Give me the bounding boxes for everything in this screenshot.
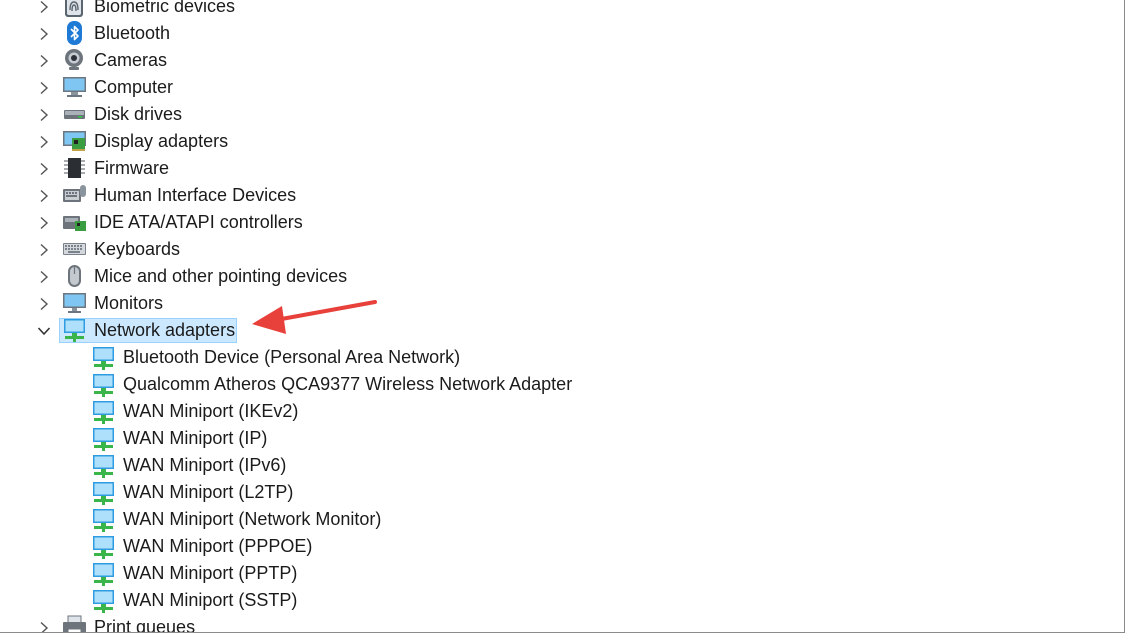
tree-device-item[interactable]: WAN Miniport (L2TP) <box>0 479 1124 506</box>
tree-device-label: WAN Miniport (Network Monitor) <box>123 509 382 529</box>
tree-category-cameras[interactable]: Cameras <box>0 47 1124 74</box>
tree-device-item[interactable]: WAN Miniport (PPPOE) <box>0 533 1124 560</box>
tree-category-label: Firmware <box>94 158 169 178</box>
chevron-right-icon[interactable] <box>36 161 52 177</box>
tree-category-bluetooth[interactable]: Bluetooth <box>0 20 1124 47</box>
disk-drive-icon <box>62 102 87 126</box>
network-adapter-icon <box>91 535 116 559</box>
bluetooth-icon <box>62 21 87 45</box>
tree-category-label: Network adapters <box>94 320 236 340</box>
tree-category-label: IDE ATA/ATAPI controllers <box>94 212 303 232</box>
chevron-right-icon[interactable] <box>36 296 52 312</box>
tree-category-network-adapters[interactable]: Network adapters <box>0 317 1124 344</box>
tree-device-item[interactable]: WAN Miniport (Network Monitor) <box>0 506 1124 533</box>
chevron-down-icon[interactable] <box>36 323 52 339</box>
tree-category-biometric-devices[interactable]: Biometric devices <box>0 0 1124 20</box>
tree-category-ide-ata-atapi-controllers[interactable]: IDE ATA/ATAPI controllers <box>0 209 1124 236</box>
tree-device-item[interactable]: WAN Miniport (IPv6) <box>0 452 1124 479</box>
tree-category-keyboards[interactable]: Keyboards <box>0 236 1124 263</box>
tree-category-computer[interactable]: Computer <box>0 74 1124 101</box>
tree-category-human-interface-devices[interactable]: Human Interface Devices <box>0 182 1124 209</box>
computer-icon <box>62 75 87 99</box>
network-adapter-icon <box>91 427 116 451</box>
tree-category-mice-and-other-pointing-devices[interactable]: Mice and other pointing devices <box>0 263 1124 290</box>
hid-icon <box>62 183 87 207</box>
network-adapter-icon <box>62 318 87 342</box>
network-adapter-icon <box>91 400 116 424</box>
tree-device-label: WAN Miniport (PPTP) <box>123 563 298 583</box>
mouse-icon <box>62 264 87 288</box>
network-adapter-icon <box>91 454 116 478</box>
chevron-right-icon[interactable] <box>36 188 52 204</box>
tree-category-label: Keyboards <box>94 239 181 259</box>
chevron-right-icon[interactable] <box>36 107 52 123</box>
tree-category-label: Biometric devices <box>94 0 236 16</box>
tree-category-display-adapters[interactable]: Display adapters <box>0 128 1124 155</box>
chevron-right-icon[interactable] <box>36 53 52 69</box>
tree-device-label: WAN Miniport (IKEv2) <box>123 401 299 421</box>
tree-device-item[interactable]: WAN Miniport (PPTP) <box>0 560 1124 587</box>
tree-device-item[interactable]: WAN Miniport (SSTP) <box>0 587 1124 614</box>
tree-category-disk-drives[interactable]: Disk drives <box>0 101 1124 128</box>
chevron-right-icon[interactable] <box>36 0 52 15</box>
printer-icon <box>62 615 87 632</box>
tree-device-label: WAN Miniport (IP) <box>123 428 268 448</box>
chevron-right-icon[interactable] <box>36 215 52 231</box>
chip-icon <box>62 156 87 180</box>
chevron-right-icon[interactable] <box>36 620 52 632</box>
chevron-right-icon[interactable] <box>36 80 52 96</box>
tree-category-print-queues[interactable]: Print queues <box>0 614 1124 633</box>
tree-category-label: Computer <box>94 77 174 97</box>
tree-category-monitors[interactable]: Monitors <box>0 290 1124 317</box>
tree-device-label: WAN Miniport (PPPOE) <box>123 536 313 556</box>
monitor-icon <box>62 291 87 315</box>
network-adapter-icon <box>91 481 116 505</box>
network-adapter-icon <box>91 373 116 397</box>
tree-device-item[interactable]: Bluetooth Device (Personal Area Network) <box>0 344 1124 371</box>
tree-category-label: Print queues <box>94 617 196 633</box>
network-adapter-icon <box>91 589 116 613</box>
tree-category-label: Mice and other pointing devices <box>94 266 348 286</box>
controller-icon <box>62 210 87 234</box>
chevron-right-icon[interactable] <box>36 269 52 285</box>
tree-category-firmware[interactable]: Firmware <box>0 155 1124 182</box>
tree-device-item[interactable]: WAN Miniport (IP) <box>0 425 1124 452</box>
network-adapter-icon <box>91 346 116 370</box>
tree-category-label: Bluetooth <box>94 23 171 43</box>
display-adapter-icon <box>62 129 87 153</box>
tree-device-item[interactable]: Qualcomm Atheros QCA9377 Wireless Networ… <box>0 371 1124 398</box>
selection-highlight <box>59 318 237 343</box>
chevron-right-icon[interactable] <box>36 26 52 42</box>
tree-device-label: Bluetooth Device (Personal Area Network) <box>123 347 461 367</box>
fingerprint-icon <box>62 0 87 18</box>
tree-device-item[interactable]: WAN Miniport (IKEv2) <box>0 398 1124 425</box>
tree-device-label: Qualcomm Atheros QCA9377 Wireless Networ… <box>123 374 573 394</box>
tree-category-label: Disk drives <box>94 104 183 124</box>
tree-device-label: WAN Miniport (L2TP) <box>123 482 294 502</box>
network-adapter-icon <box>91 562 116 586</box>
annotation-arrow <box>252 300 377 334</box>
network-adapter-icon <box>91 508 116 532</box>
camera-icon <box>62 48 87 72</box>
keyboard-icon <box>62 237 87 261</box>
tree-category-label: Cameras <box>94 50 168 70</box>
tree-device-label: WAN Miniport (SSTP) <box>123 590 298 610</box>
chevron-right-icon[interactable] <box>36 134 52 150</box>
tree-category-label: Monitors <box>94 293 164 313</box>
tree-category-label: Display adapters <box>94 131 229 151</box>
chevron-right-icon[interactable] <box>36 242 52 258</box>
tree-device-label: WAN Miniport (IPv6) <box>123 455 287 475</box>
tree-category-label: Human Interface Devices <box>94 185 297 205</box>
